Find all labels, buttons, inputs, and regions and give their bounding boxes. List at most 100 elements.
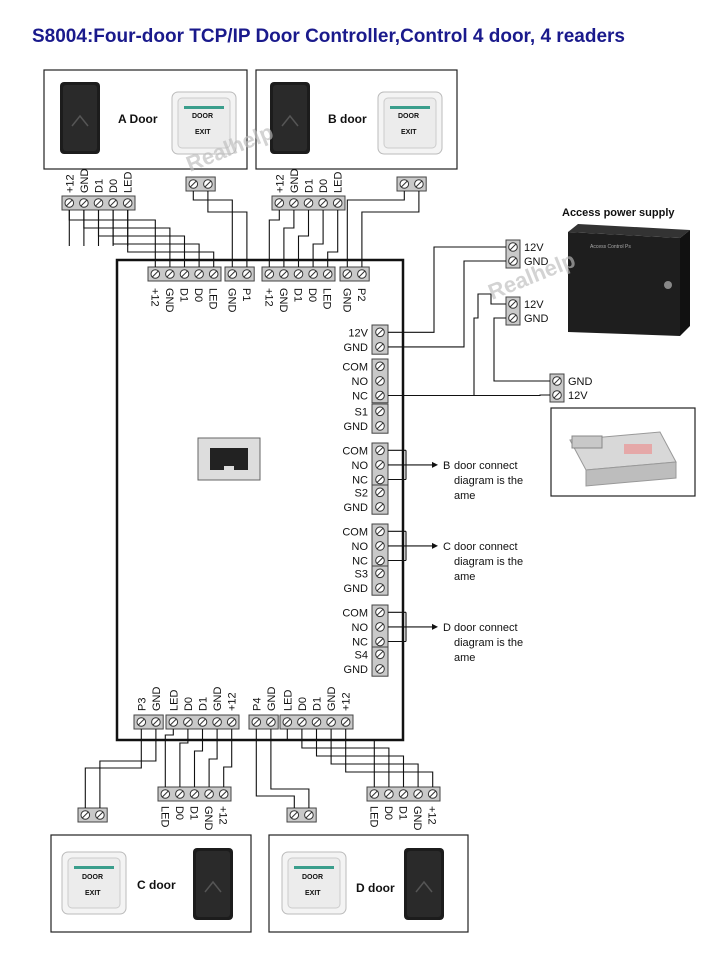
wire <box>112 210 200 267</box>
pin-label: D1 <box>397 806 409 820</box>
pin-label: LED <box>168 690 180 711</box>
wire <box>361 191 420 267</box>
exit-button-text: DOOR <box>192 113 213 120</box>
note-text: ame <box>454 490 475 502</box>
pin-label: LED <box>158 806 170 827</box>
wire <box>207 191 248 267</box>
pin-label: LED <box>321 288 333 309</box>
pin-label: D1 <box>292 288 304 302</box>
pin-label: GND <box>289 169 301 194</box>
note-text: diagram is the <box>454 637 523 649</box>
exit-button-text: EXIT <box>305 890 321 897</box>
wire <box>127 210 215 267</box>
pin-label: +12 <box>426 806 438 825</box>
pin-label: D0 <box>108 179 120 193</box>
pin-label: +12 <box>217 806 229 825</box>
pin-label: S3 <box>355 568 368 580</box>
pin-label: D1 <box>188 806 200 820</box>
wire <box>283 210 295 267</box>
wire <box>388 293 506 397</box>
pin-label: GND <box>344 502 369 514</box>
exit-button-text: DOOR <box>302 874 323 881</box>
note-text: ame <box>454 652 475 664</box>
wire <box>99 729 157 808</box>
pin-label: COM <box>342 526 368 538</box>
pin-label: D1 <box>178 288 190 302</box>
pin-label: GND <box>163 288 175 313</box>
note-letter: C <box>443 541 451 553</box>
pin-label: LED <box>123 172 135 193</box>
arrow-icon <box>432 542 438 549</box>
pin-label: +12 <box>64 174 76 193</box>
card-reader-icon <box>192 847 234 921</box>
door-a-label: A Door <box>118 112 158 126</box>
pin-label: NC <box>352 637 368 649</box>
pin-label: COM <box>342 445 368 457</box>
pin-label: GND <box>277 288 289 313</box>
pin-label: 12V <box>348 327 368 339</box>
pin-label: GND <box>326 687 338 712</box>
ethernet-port-icon <box>197 437 261 481</box>
power-supply-box-icon: Access Control Ps <box>568 224 690 336</box>
pin-label: S1 <box>355 406 368 418</box>
wire <box>84 729 142 808</box>
exit-button-icon <box>281 851 347 915</box>
lock-terminals: GND 12V <box>549 373 593 403</box>
pin-label: LED <box>333 172 345 193</box>
pin-label: GND <box>202 806 214 831</box>
pin-label: GND <box>340 288 352 313</box>
pin-label: P2 <box>355 288 367 301</box>
pin-label: NC <box>352 475 368 487</box>
note-text: door connect <box>454 541 518 553</box>
wire <box>268 210 280 267</box>
pin-label: NO <box>352 541 369 553</box>
wire <box>297 210 310 267</box>
note-text: diagram is the <box>454 475 523 487</box>
power-supply-case-text: Access Control Ps <box>590 244 631 250</box>
pin-label: GND <box>344 583 369 595</box>
pin-label: +12 <box>227 692 239 711</box>
wire <box>388 260 506 348</box>
door-c-box: DOOR EXIT C door <box>50 834 252 933</box>
note-text: ame <box>454 571 475 583</box>
wire <box>346 191 405 267</box>
door-b-box: B door DOOR EXIT <box>255 69 458 170</box>
pin-label: +12 <box>274 174 286 193</box>
pin-label: +12 <box>341 692 353 711</box>
wire <box>223 729 233 787</box>
card-reader-icon <box>269 81 311 155</box>
pin-label: S2 <box>355 487 368 499</box>
pin-label: P3 <box>136 698 148 711</box>
note-text: door connect <box>454 460 518 472</box>
wire <box>97 210 186 267</box>
wire <box>193 729 204 787</box>
controller-board <box>115 258 405 742</box>
wire <box>345 729 434 787</box>
note-letter: B <box>443 460 450 472</box>
pin-label: 12V <box>568 390 588 402</box>
pin-label: GND <box>411 806 423 831</box>
pin-label: +12 <box>148 288 160 307</box>
wire <box>327 210 339 267</box>
wire <box>208 729 218 787</box>
pin-label: GND <box>79 169 91 194</box>
door-d-box: DOOR EXIT D door <box>268 834 469 933</box>
pin-label: COM <box>342 607 368 619</box>
pin-label: GND <box>212 687 224 712</box>
exit-button-text: EXIT <box>85 890 101 897</box>
pin-label: P4 <box>251 698 263 711</box>
pin-label: D0 <box>173 806 185 820</box>
page-title: S8004:Four-door TCP/IP Door Controller,C… <box>32 26 625 47</box>
pin-label: GND <box>568 376 593 388</box>
wire <box>179 729 189 787</box>
pin-label: +12 <box>262 288 274 307</box>
wire <box>83 210 171 267</box>
pin-label: NC <box>352 391 368 403</box>
pin-label: S4 <box>355 649 368 661</box>
